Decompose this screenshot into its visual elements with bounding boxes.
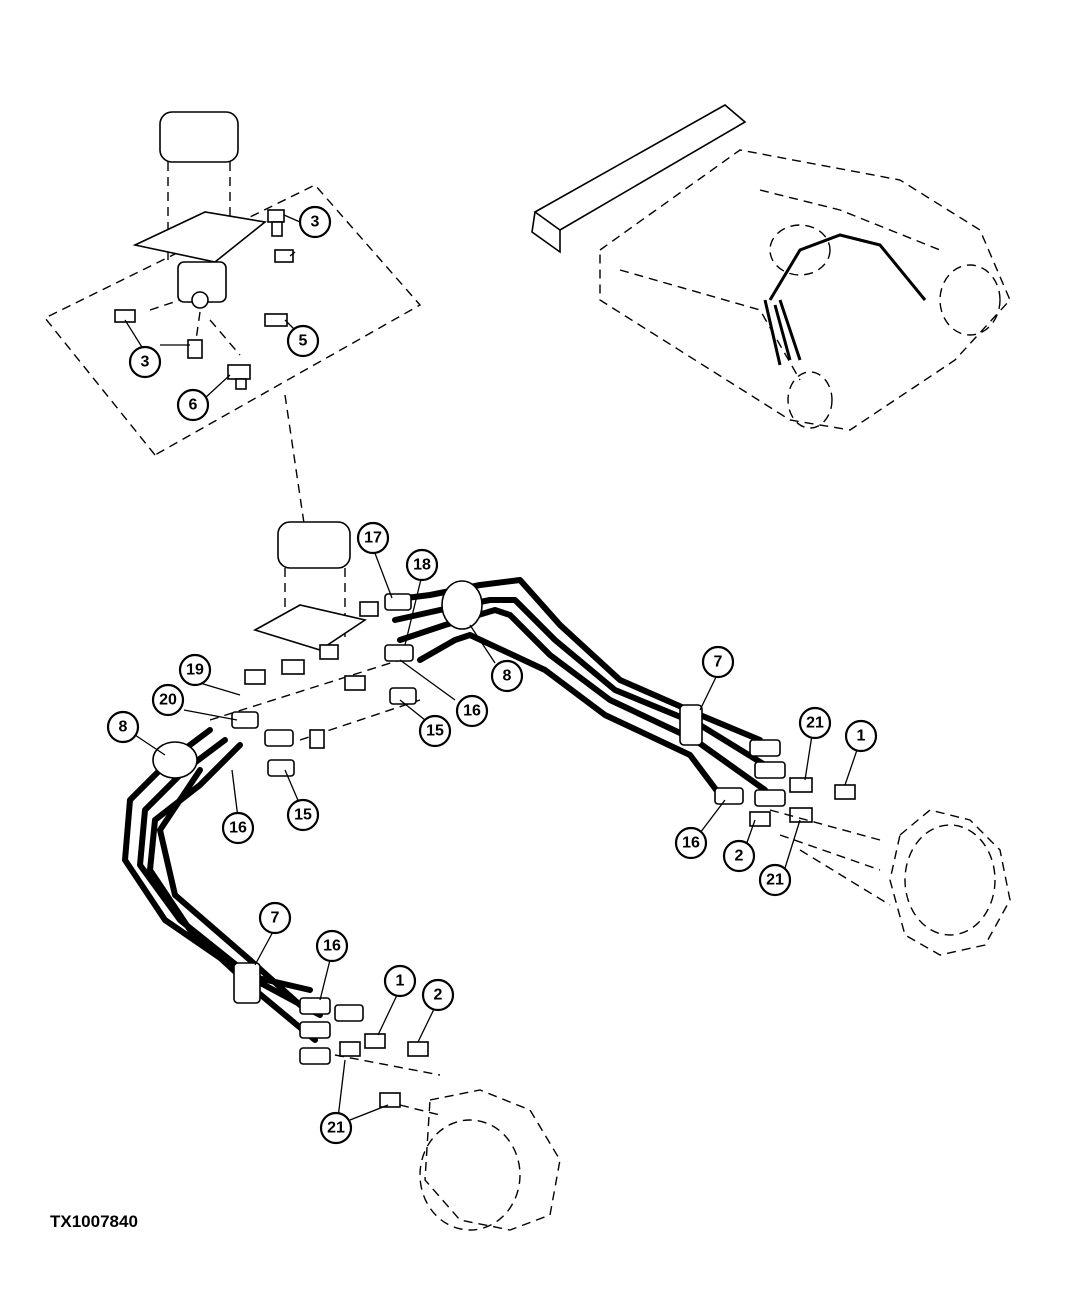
callout-number: 1 — [857, 728, 866, 745]
callout-number: 16 — [323, 938, 341, 955]
callout-8: 8 — [490, 659, 524, 693]
callout-number: 6 — [189, 397, 198, 414]
callout-21: 21 — [319, 1111, 353, 1145]
callout-circle — [176, 388, 210, 422]
callout-circle — [405, 548, 439, 582]
hose-bundle — [122, 577, 768, 1043]
callout-layer: 3 3 5 6 17 18 19 20 8 8 16 15 16 15 7 21 1 16 2 21 7 16 1 2 21 — [106, 205, 878, 1145]
callout-number: 15 — [426, 723, 444, 740]
callout-1: 1 — [844, 719, 878, 753]
callout-circle — [421, 978, 455, 1012]
travel-motor-left — [334, 1054, 561, 1231]
callout-number: 15 — [294, 807, 312, 824]
callout-17: 17 — [356, 521, 390, 555]
callout-circle — [286, 798, 320, 832]
fitting-3-lower — [187, 339, 203, 359]
clamp-7-left — [233, 962, 261, 1004]
callout-circle — [315, 929, 349, 963]
callout-circle — [221, 811, 255, 845]
callout-5: 5 — [286, 324, 320, 358]
fitting-3-top — [267, 209, 285, 237]
callout-circle — [106, 710, 140, 744]
callout-number: 3 — [141, 354, 150, 371]
callout-circle — [798, 706, 832, 740]
fitting-5 — [264, 313, 288, 327]
swivel-detail-inset — [43, 111, 422, 531]
center-swivel-joint — [209, 521, 421, 741]
callout-number: 2 — [735, 848, 744, 865]
callout-15: 15 — [286, 798, 320, 832]
callout-number: 2 — [434, 987, 443, 1004]
callout-number: 18 — [413, 557, 431, 574]
fittings-right — [714, 739, 856, 827]
callout-6: 6 — [176, 388, 210, 422]
leader-lines — [124, 214, 859, 1121]
callout-number: 8 — [503, 668, 512, 685]
callout-circle — [178, 653, 212, 687]
clamp-8-left — [152, 741, 198, 779]
callout-7: 7 — [258, 901, 292, 935]
callout-number: 7 — [271, 910, 280, 927]
callout-circle — [298, 205, 332, 239]
callout-number: 1 — [396, 973, 405, 990]
callout-circle — [286, 324, 320, 358]
callout-circle — [455, 694, 489, 728]
clamp-7-right — [679, 704, 703, 746]
callout-circle — [701, 645, 735, 679]
figure-id-label: TX1007840 — [50, 1212, 138, 1231]
callout-circle — [151, 683, 185, 717]
callout-number: 16 — [463, 703, 481, 720]
callout-circle — [258, 901, 292, 935]
callout-number: 5 — [299, 333, 308, 350]
callout-circle — [128, 345, 162, 379]
callout-18: 18 — [405, 548, 439, 582]
callout-number: 17 — [364, 530, 382, 547]
callout-circle — [722, 839, 756, 873]
callout-circle — [490, 659, 524, 693]
callout-number: 21 — [327, 1120, 345, 1137]
callout-number: 16 — [229, 820, 247, 837]
callout-circle — [383, 964, 417, 998]
callout-circle — [844, 719, 878, 753]
callout-3: 3 — [128, 345, 162, 379]
callout-number: 21 — [766, 872, 784, 889]
fitting-3-left — [114, 309, 136, 323]
fittings-left — [299, 997, 429, 1108]
callout-16: 16 — [455, 694, 489, 728]
callout-circle — [418, 714, 452, 748]
callout-20: 20 — [151, 683, 185, 717]
callout-15: 15 — [418, 714, 452, 748]
clamp-8-right — [441, 580, 483, 630]
callout-number: 19 — [186, 662, 204, 679]
callout-16: 16 — [674, 826, 708, 860]
callout-3: 3 — [298, 205, 332, 239]
callout-circle — [356, 521, 390, 555]
callout-21: 21 — [758, 863, 792, 897]
fitting-3-mid — [274, 249, 294, 263]
callout-1: 1 — [383, 964, 417, 998]
callout-number: 16 — [682, 835, 700, 852]
callout-number: 7 — [714, 654, 723, 671]
callout-19: 19 — [178, 653, 212, 687]
callout-number: 20 — [159, 692, 177, 709]
excavator-overview — [531, 104, 1011, 431]
callout-7: 7 — [701, 645, 735, 679]
callout-number: 8 — [119, 719, 128, 736]
callout-circle — [758, 863, 792, 897]
callout-circle — [319, 1111, 353, 1145]
callout-2: 2 — [722, 839, 756, 873]
callout-number: 21 — [806, 715, 824, 732]
callout-16: 16 — [315, 929, 349, 963]
callout-16: 16 — [221, 811, 255, 845]
callout-8: 8 — [106, 710, 140, 744]
callout-circle — [674, 826, 708, 860]
fittings-swivel — [231, 593, 417, 777]
travel-motor-right — [769, 809, 1011, 956]
callout-21: 21 — [798, 706, 832, 740]
callout-number: 3 — [311, 214, 320, 231]
callout-2: 2 — [421, 978, 455, 1012]
fitting-6-tee — [227, 364, 251, 390]
